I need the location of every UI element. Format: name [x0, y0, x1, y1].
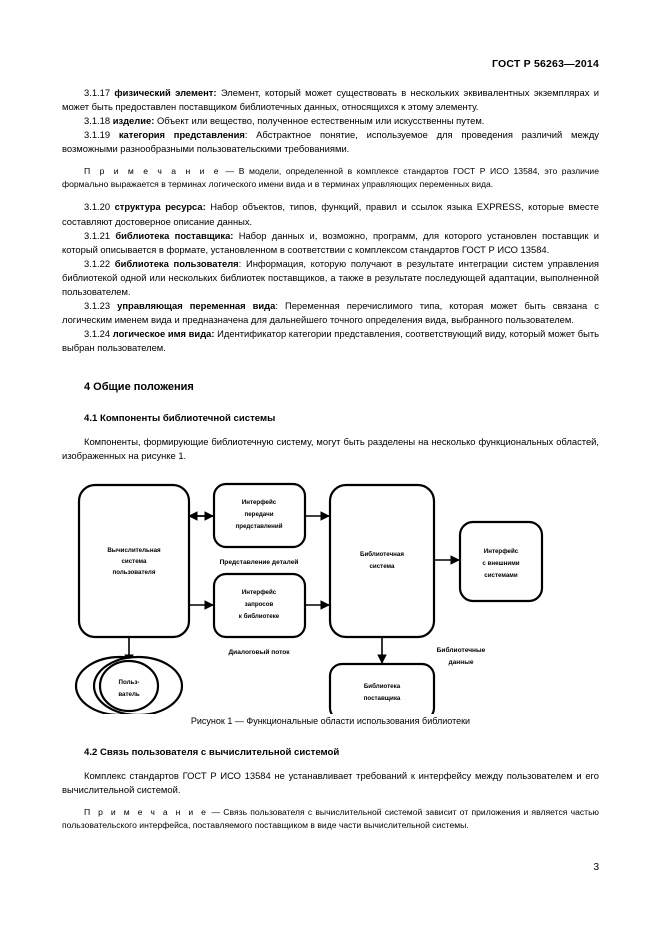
- page-number: 3: [593, 862, 599, 873]
- definition-text: Объект или вещество, полученное естестве…: [154, 115, 485, 127]
- node-view-transfer-interface: Интерфейс передачи представлений: [212, 482, 307, 548]
- figure-1-diagram: Вычислительная система пользователя Инте…: [74, 482, 544, 714]
- node-label-line-1: Библиотека: [364, 683, 401, 690]
- node-label-line-2: ватель: [118, 691, 140, 698]
- section-heading-4: 4 Общие положения: [84, 380, 194, 393]
- definition-term: логическое имя вида:: [112, 328, 215, 340]
- definition-number: 3.1.17: [84, 87, 111, 98]
- page-content: 3.1.17 физический элемент: Элемент, кото…: [62, 86, 599, 841]
- note-label: П р и м е ч а н и е: [84, 806, 209, 817]
- node-user-actor: Польз- ватель: [74, 655, 184, 714]
- figure-1-caption: Рисунок 1 — Функциональные области испол…: [190, 715, 471, 726]
- definition-term: структура ресурса:: [114, 201, 206, 213]
- node-label-line-3: представлений: [235, 523, 282, 530]
- page-header-standard-code: ГОСТ Р 56263—2014: [491, 58, 599, 70]
- definition-text: Идентификатор категории представления, с…: [62, 328, 599, 354]
- node-label-line-2: поставщика: [364, 695, 401, 702]
- node-label-line-2: с внешними: [482, 560, 519, 567]
- section-heading-4-2: 4.2 Связь пользователя с вычислительной …: [84, 746, 340, 758]
- definition-term: библиотека пользователя: [114, 257, 239, 269]
- flow-label-dialog-flow: Диалоговый поток: [228, 648, 290, 656]
- node-label-line-1: Интерфейс: [242, 499, 277, 506]
- definition-3-1-20: 3.1.20 структура ресурса: Набор объектов…: [62, 200, 599, 228]
- definition-3-1-24: 3.1.24 логическое имя вида: Идентификато…: [62, 327, 599, 355]
- node-library-query-interface: Интерфейс запросов к библиотеке: [212, 572, 307, 638]
- definition-text: : Абстрактное понятие, используемое для …: [62, 129, 599, 155]
- paragraph-4-2: Комплекс стандартов ГОСТ Р ИСО 13584 не …: [62, 769, 599, 795]
- definition-number: 3.1.21: [84, 229, 111, 241]
- definition-number: 3.1.24: [84, 328, 111, 340]
- definition-term: изделие:: [112, 115, 155, 127]
- node-label-line-1: Вычислительная: [107, 547, 161, 554]
- node-label-line-1: Интерфейс: [242, 589, 277, 596]
- node-user-computing-system: Вычислительная система пользователя: [77, 483, 191, 638]
- definition-number: 3.1.20: [84, 201, 111, 213]
- node-label-line-3: системами: [484, 572, 518, 579]
- note-label: П р и м е ч а н и е: [84, 166, 221, 177]
- definition-3-1-19: 3.1.19 категория представления: Абстракт…: [62, 128, 599, 156]
- note-block-2: П р и м е ч а н и е — Связь пользователя…: [62, 806, 599, 832]
- definition-3-1-22: 3.1.22 библиотека пользователя: Информац…: [62, 257, 599, 299]
- definition-number: 3.1.19: [84, 129, 111, 141]
- node-label-line-1: Польз-: [119, 679, 140, 686]
- definition-term: категория представления: [118, 129, 245, 141]
- flow-label-library-data-1: Библиотечные: [437, 646, 486, 654]
- note-text: — В модели, определенной в комплексе ста…: [62, 166, 599, 190]
- node-supplier-library: Библиотека поставщика: [328, 662, 436, 714]
- definition-number: 3.1.23: [84, 300, 111, 312]
- definition-3-1-21: 3.1.21 библиотека поставщика: Набор данн…: [62, 229, 599, 257]
- node-label-line-3: пользователя: [113, 569, 156, 576]
- section-heading-4-1: 4.1 Компоненты библиотечной системы: [84, 412, 276, 424]
- definition-text: Набор данных и, возможно, программ, для …: [62, 229, 600, 255]
- definition-text: Элемент, который может существовать в не…: [62, 87, 599, 113]
- flow-label-library-data-2: данные: [448, 659, 473, 666]
- definition-text: : Переменная перечислимого типа, которая…: [62, 300, 599, 326]
- definition-text: Набор объектов, типов, функций, правил и…: [62, 201, 599, 227]
- paragraph-4-1: Компоненты, формирующие библиотечную сис…: [62, 435, 599, 461]
- node-label-line-3: к библиотеке: [239, 613, 280, 620]
- definition-3-1-17: 3.1.17 физический элемент: Элемент, кото…: [62, 86, 599, 114]
- node-label-line-2: передачи: [244, 511, 273, 518]
- definition-3-1-23: 3.1.23 управляющая переменная вида: Пере…: [62, 299, 599, 327]
- flow-label-part-representation: Представление деталей: [220, 558, 299, 566]
- node-label-line-1: Библиотечная: [360, 551, 404, 558]
- node-label-line-2: система: [121, 558, 147, 565]
- definition-term: управляющая переменная вида: [117, 300, 276, 312]
- definition-3-1-18: 3.1.18 изделие: Объект или вещество, пол…: [62, 114, 599, 128]
- node-label-line-2: запросов: [245, 601, 274, 608]
- definition-term: физический элемент:: [114, 87, 217, 98]
- node-library-system: Библиотечная система: [328, 483, 436, 638]
- figure-1: Вычислительная система пользователя Инте…: [62, 474, 599, 729]
- definition-number: 3.1.22: [84, 257, 111, 269]
- definition-number: 3.1.18: [84, 115, 111, 127]
- node-label-line-1: Интерфейс: [484, 548, 519, 555]
- definition-term: библиотека поставщика:: [115, 229, 234, 241]
- node-external-systems-interface: Интерфейс с внешними системами: [458, 520, 544, 602]
- note-text: — Связь пользователя с вычислительной си…: [62, 806, 600, 830]
- definition-text: : Информация, которую получают в результ…: [62, 257, 600, 298]
- note-block-1: П р и м е ч а н и е — В модели, определе…: [62, 165, 599, 191]
- node-label-line-2: система: [369, 563, 395, 570]
